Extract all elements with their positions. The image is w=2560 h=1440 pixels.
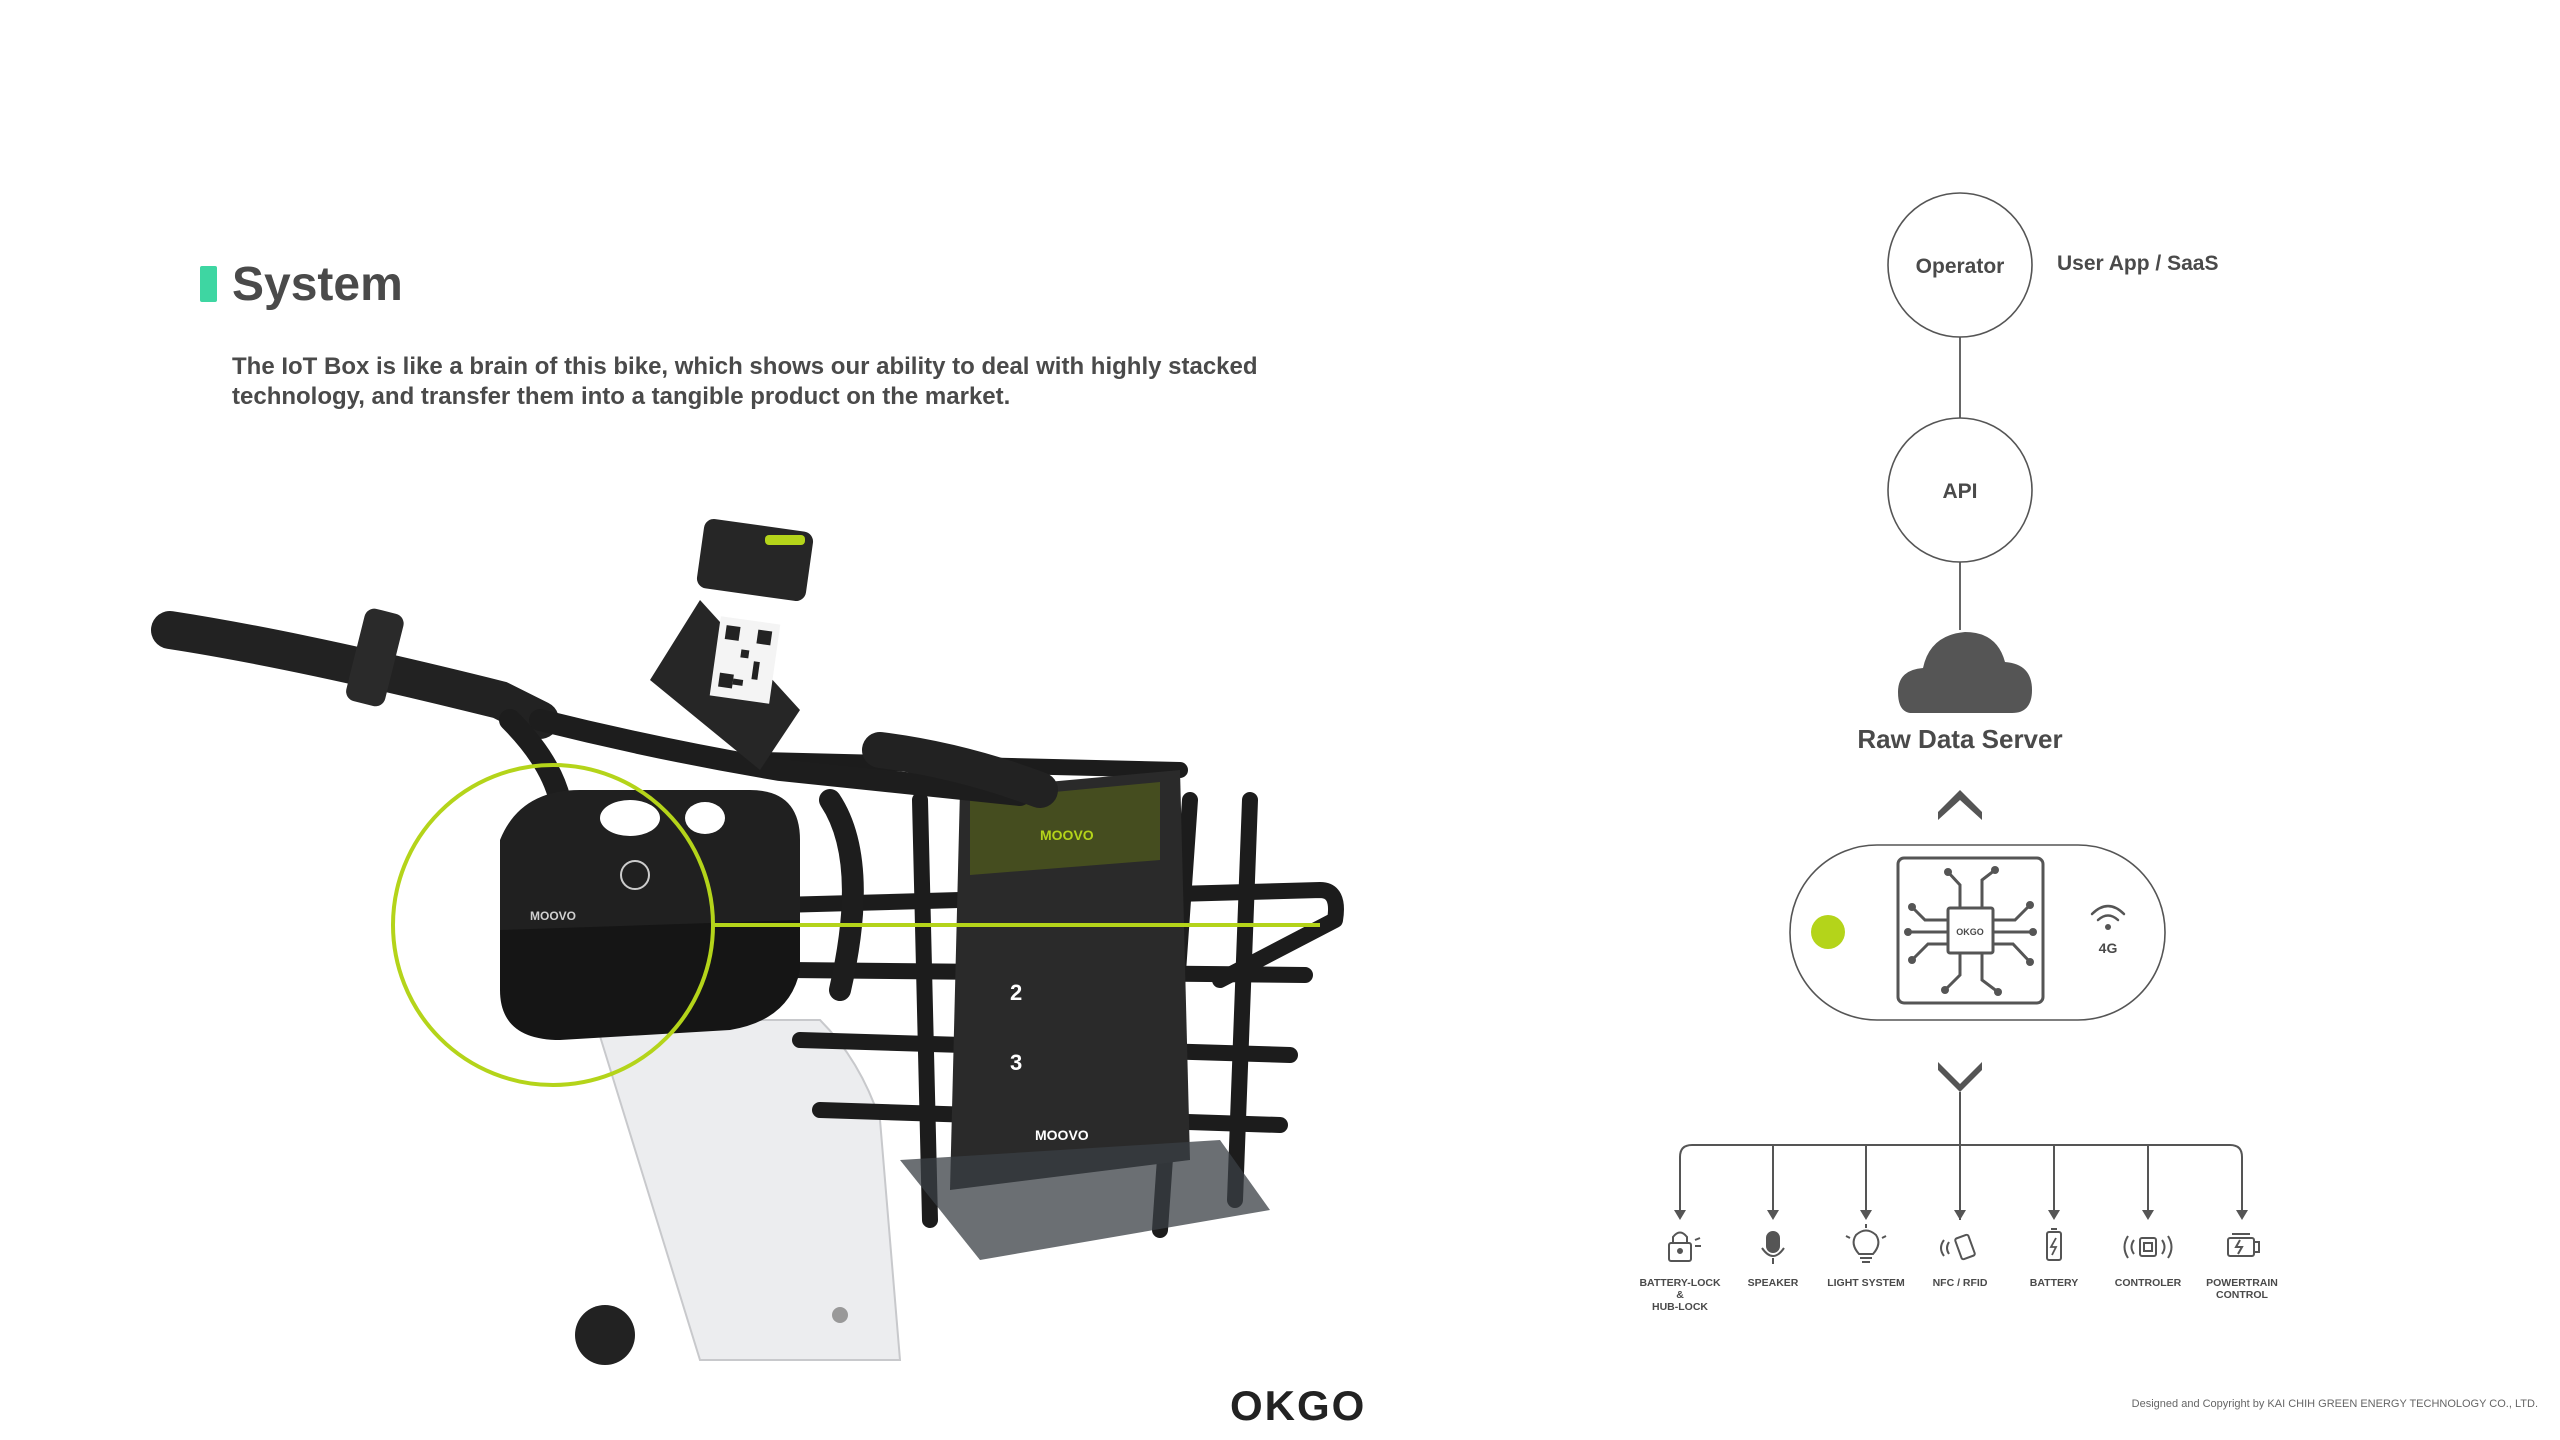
device-label-light-system: LIGHT SYSTEM	[1827, 1277, 1905, 1289]
bike-illustration: MOOVO 2 3 MOOVO MOOVO	[151, 518, 1344, 1365]
page-title: System	[232, 258, 403, 311]
device-label-control: CONTROL	[2216, 1289, 2268, 1301]
light-bulb-icon	[1845, 1224, 1887, 1263]
iot-box-node	[1789, 844, 2166, 1021]
brand-logo: OKGO	[1230, 1382, 1367, 1429]
page-description: The IoT Box is like a brain of this bike…	[232, 353, 1258, 410]
device-label-ampersand: &	[1676, 1289, 1684, 1301]
cloud-icon	[1898, 632, 2032, 713]
raw-data-server-label: Raw Data Server	[1857, 724, 2062, 754]
network-label: 4G	[2099, 940, 2118, 956]
chip-icon	[1896, 856, 2045, 1005]
lock-icon	[1668, 1231, 1701, 1262]
svg-text:MOOVO: MOOVO	[1040, 827, 1094, 843]
device-label-battery-lock: BATTERY-LOCK	[1640, 1277, 1721, 1289]
chevron-down-icon	[1938, 1062, 1982, 1092]
operator-node: Operator	[1887, 192, 2033, 338]
controller-icon	[2123, 1235, 2173, 1259]
device-label-speaker: SPEAKER	[1748, 1277, 1799, 1289]
wifi-icon	[2090, 904, 2126, 922]
operator-label: Operator	[1916, 255, 2005, 278]
microphone-icon	[1761, 1231, 1785, 1264]
svg-text:MOOVO: MOOVO	[530, 909, 576, 923]
svg-text:MOOVO: MOOVO	[1035, 1127, 1089, 1143]
system-diagram: Operator User App / SaaS API Raw Data Se…	[1640, 192, 2278, 1313]
connector-dot	[1811, 915, 1845, 949]
title-accent-bar	[200, 266, 217, 302]
device-label-hub-lock: HUB-LOCK	[1652, 1301, 1708, 1313]
device-label-powertrain: POWERTRAIN	[2206, 1277, 2278, 1289]
svg-text:2: 2	[1010, 980, 1022, 1005]
nfc-icon	[1940, 1233, 1976, 1261]
copyright-text: Designed and Copyright by KAI CHIH GREEN…	[2131, 1398, 2538, 1410]
api-node: API	[1887, 417, 2033, 563]
battery-icon	[2046, 1228, 2062, 1261]
device-label-controller: CONTROLER	[2115, 1277, 2182, 1289]
device-label-nfc-rfid: NFC / RFID	[1933, 1277, 1988, 1289]
chevron-up-icon	[1938, 790, 1982, 820]
api-label: API	[1942, 480, 1977, 503]
operator-side-label: User App / SaaS	[2057, 252, 2218, 275]
chip-brand-label: OKGO	[1956, 927, 1984, 937]
powertrain-icon	[2227, 1233, 2260, 1257]
device-label-battery: BATTERY	[2030, 1277, 2078, 1289]
svg-text:3: 3	[1010, 1050, 1022, 1075]
